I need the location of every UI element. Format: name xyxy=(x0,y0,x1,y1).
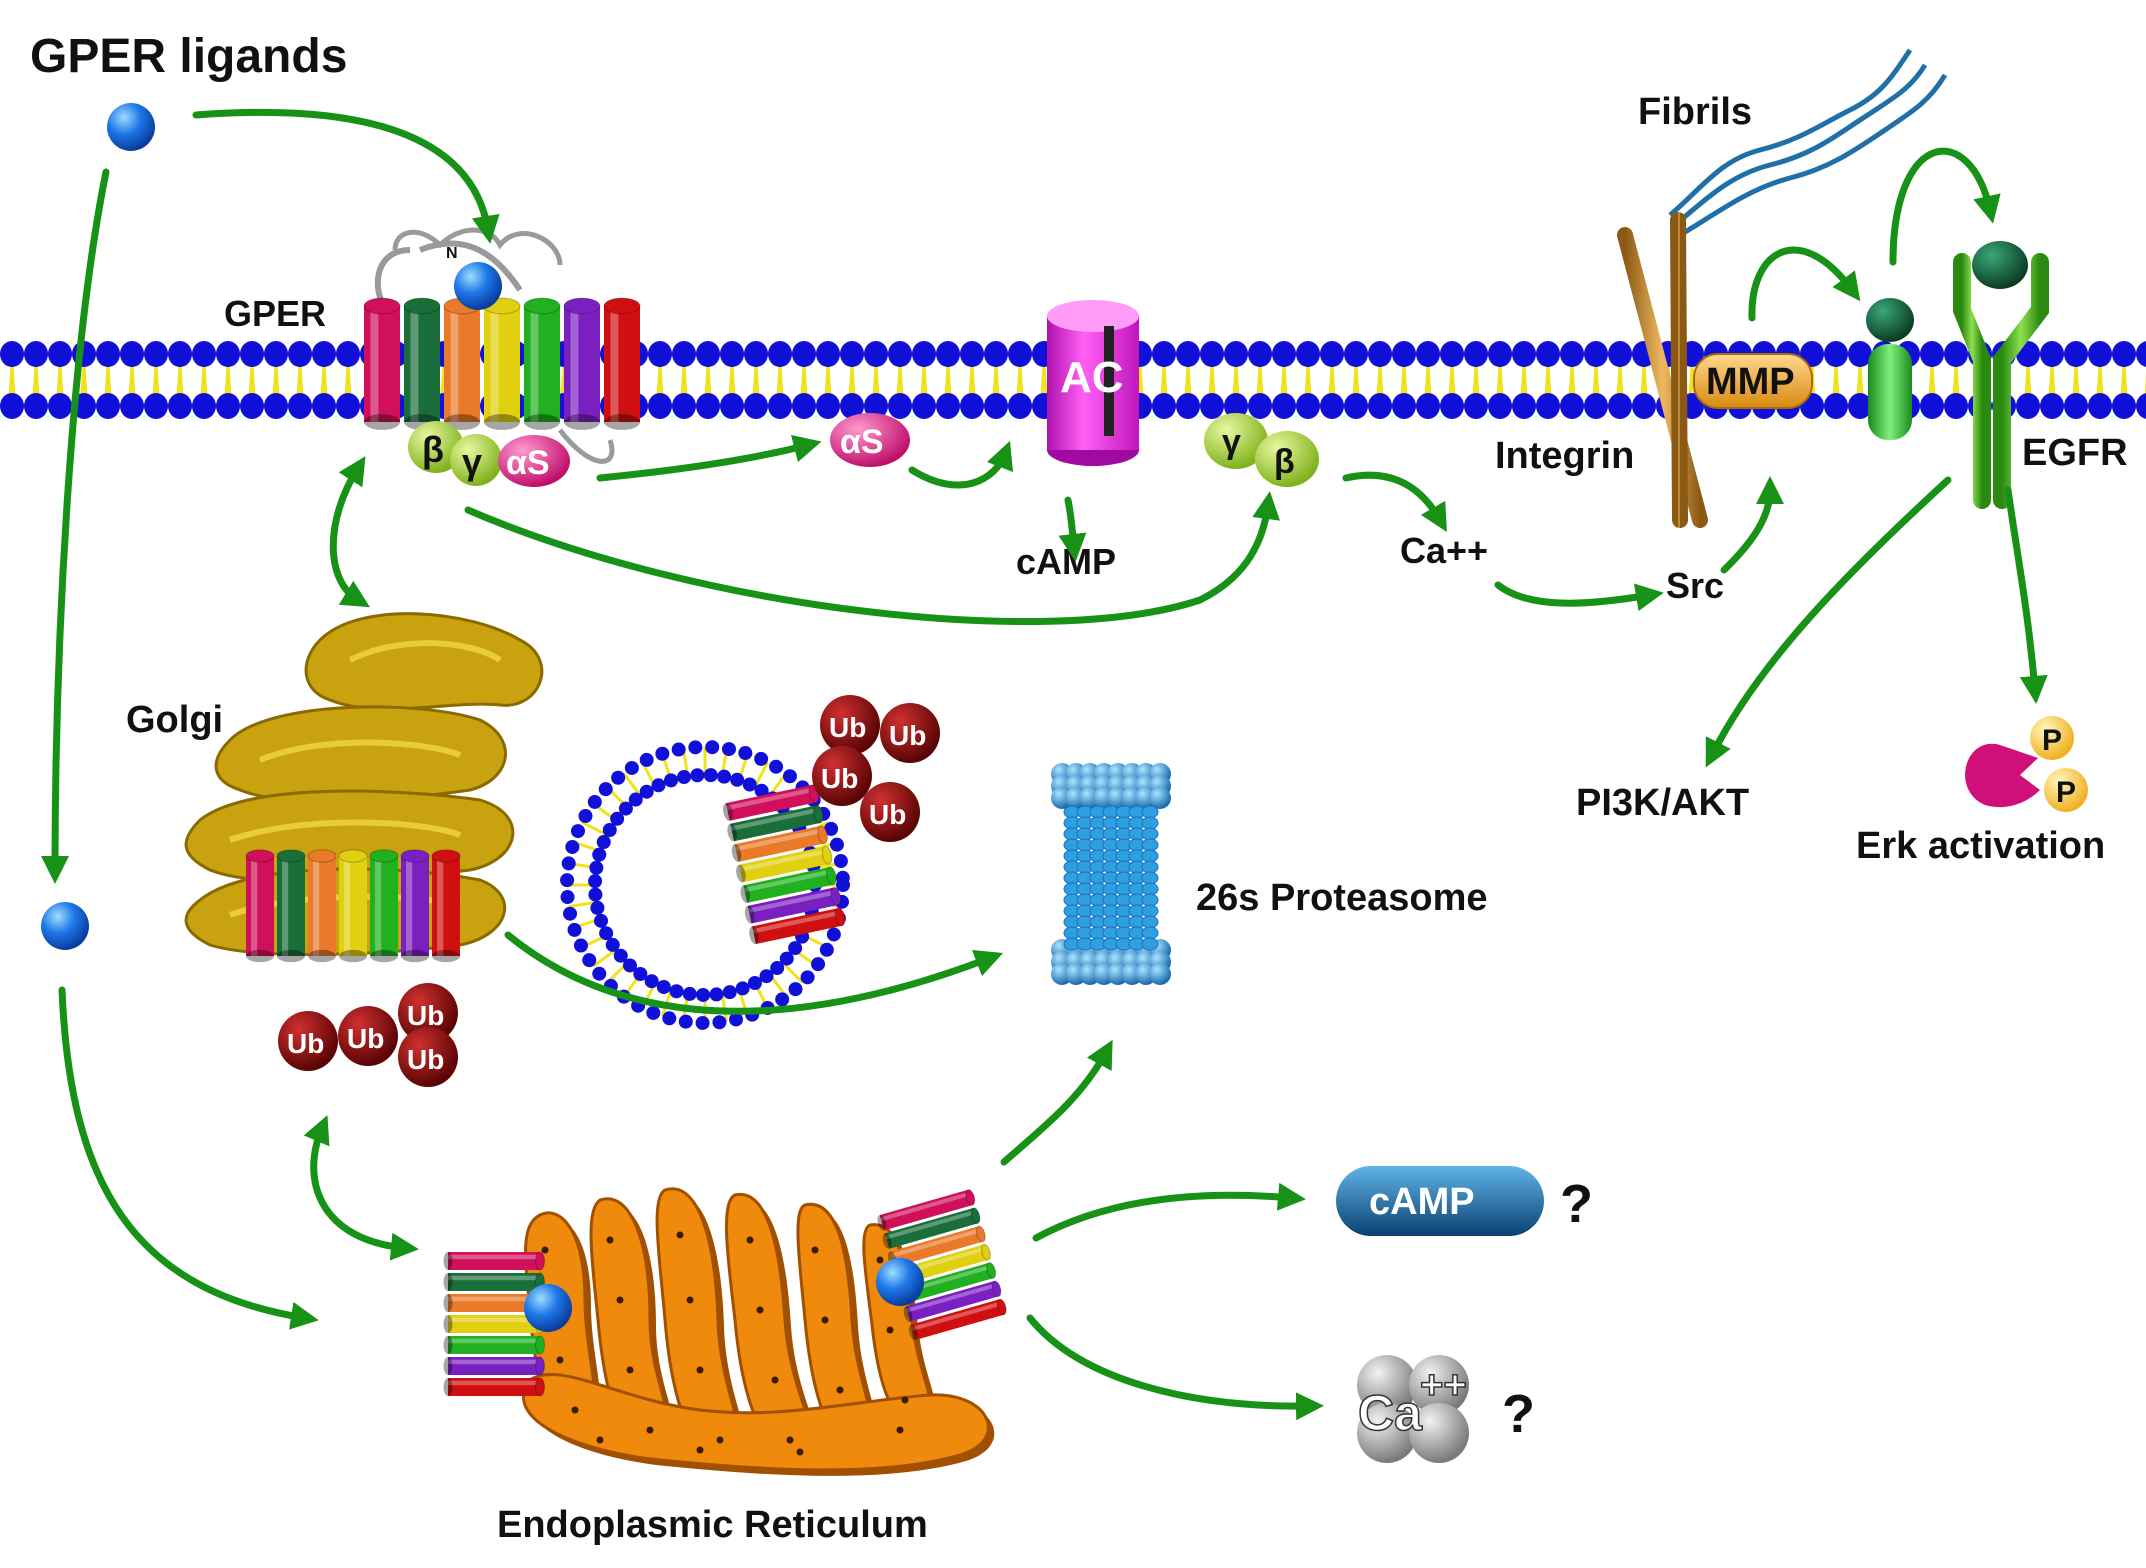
g-beta-label: β xyxy=(422,429,444,470)
ub-endo-3: Ub xyxy=(821,763,858,794)
integrin-label: Integrin xyxy=(1495,435,1634,477)
pi3k-akt-label: PI3K/AKT xyxy=(1576,782,1749,824)
ligand-er-left xyxy=(524,1284,572,1332)
ub-endo-4: Ub xyxy=(869,799,906,830)
erk-kinase: P P xyxy=(1965,716,2088,812)
fibrils-label: Fibrils xyxy=(1638,91,1752,133)
gper-receptor: N xyxy=(363,227,641,467)
ac-label: AC xyxy=(1060,353,1124,402)
ca-question-mark: ? xyxy=(1502,1384,1535,1444)
ligand-intracellular xyxy=(41,902,89,950)
g-gamma-label: γ xyxy=(462,441,482,482)
er-gper-helices-left xyxy=(443,1251,545,1397)
g-gamma-subunit xyxy=(450,434,502,486)
ubiquitin-cluster-endosome: Ub Ub Ub Ub xyxy=(812,695,940,842)
arrow-golgi-er-exchange xyxy=(303,1115,419,1261)
ub-golgi-1: Ub xyxy=(287,1028,324,1059)
signal-arrows xyxy=(41,108,2048,1421)
arrow-egfr-to-pi3k xyxy=(1705,476,1952,768)
proteasome-label: 26s Proteasome xyxy=(1196,877,1488,919)
calcium-badge-label: Ca xyxy=(1358,1385,1423,1441)
released-g-gamma xyxy=(1204,413,1268,469)
released-g-beta xyxy=(1255,431,1319,487)
arrow-ligand-to-cytoplasm xyxy=(41,168,110,884)
fibrils xyxy=(1668,48,1948,238)
ca-label: Ca++ xyxy=(1400,530,1488,571)
arrow-src-to-mmp xyxy=(1720,476,1784,574)
ligand-er-right xyxy=(876,1258,924,1306)
integrin xyxy=(1617,212,1708,528)
arrow-gper-golgi-exchange xyxy=(329,456,370,608)
ub-golgi-4: Ub xyxy=(407,1044,444,1075)
golgi-gper-helices xyxy=(245,849,461,963)
arrow-alpha-s-release xyxy=(596,434,822,482)
arrow-egf-to-egfr xyxy=(1889,147,2001,266)
arrow-ca-to-src xyxy=(1494,581,1664,612)
arrow-beta-gamma-to-ca xyxy=(1342,471,1447,533)
mmp xyxy=(1693,353,1813,409)
calcium-badge-charge: ++ xyxy=(1420,1363,1467,1407)
arrow-golgi-to-proteasome xyxy=(504,931,1004,1015)
calcium-badge: Ca ++ xyxy=(1357,1355,1469,1463)
ub-golgi-3: Ub xyxy=(407,1000,444,1031)
ligand-bound-gper xyxy=(454,262,502,310)
arrow-cytoplasm-to-er xyxy=(58,986,319,1330)
src-label: Src xyxy=(1666,565,1724,606)
camp-question-mark: ? xyxy=(1560,1174,1593,1234)
ub-endo-1: Ub xyxy=(829,712,866,743)
arrow-alpha-s-to-ac xyxy=(908,440,1014,489)
er-label: Endoplasmic Reticulum xyxy=(497,1504,928,1546)
arrow-ligand-to-gper xyxy=(192,108,500,244)
golgi-label: Golgi xyxy=(126,699,223,741)
arrow-er-to-calcium xyxy=(1026,1314,1324,1421)
gper-label: GPER xyxy=(224,293,326,334)
arrow-er-to-camp xyxy=(1032,1182,1306,1242)
arrow-gper-to-beta-gamma xyxy=(464,491,1281,626)
ub-golgi-2: Ub xyxy=(347,1023,384,1054)
ubiquitin-cluster-golgi: Ub Ub Ub Ub xyxy=(278,983,458,1087)
erk-phospho-2: P xyxy=(2056,776,2076,809)
endosome-gper-helices xyxy=(723,784,846,945)
released-g-gamma-label: γ xyxy=(1222,423,1241,461)
arrow-mmp-to-egf xyxy=(1748,246,1861,322)
egfr-label: EGFR xyxy=(2022,432,2128,474)
arrow-er-to-proteasome xyxy=(1000,1039,1113,1166)
camp-label: cAMP xyxy=(1016,541,1116,582)
released-g-beta-label: β xyxy=(1274,443,1295,481)
released-alpha-s-label: αS xyxy=(840,423,884,461)
camp-badge xyxy=(1336,1166,1544,1236)
ub-endo-2: Ub xyxy=(889,720,926,751)
erk-phospho-1: P xyxy=(2042,724,2062,757)
camp-badge-label: cAMP xyxy=(1369,1181,1475,1223)
proteasome-26s xyxy=(1051,763,1171,985)
released-alpha-s xyxy=(830,413,910,467)
erk-activation-label: Erk activation xyxy=(1856,825,2105,867)
n-terminus-label: N xyxy=(446,245,458,262)
adenylyl-cyclase: AC xyxy=(1047,300,1139,466)
gper-helices xyxy=(363,297,641,430)
arrow-egfr-to-erk xyxy=(2004,486,2048,704)
membrane-bound-egf xyxy=(1866,298,1914,440)
g-alpha-s-subunit xyxy=(498,435,570,487)
arrow-ac-to-camp xyxy=(1058,496,1087,562)
ligand-top-left xyxy=(107,103,155,151)
egfr-receptor xyxy=(1953,241,2049,509)
mmp-label: MMP xyxy=(1706,361,1795,403)
title-gper-ligands: GPER ligands xyxy=(30,30,347,83)
g-alpha-s-label: αS xyxy=(506,444,550,482)
